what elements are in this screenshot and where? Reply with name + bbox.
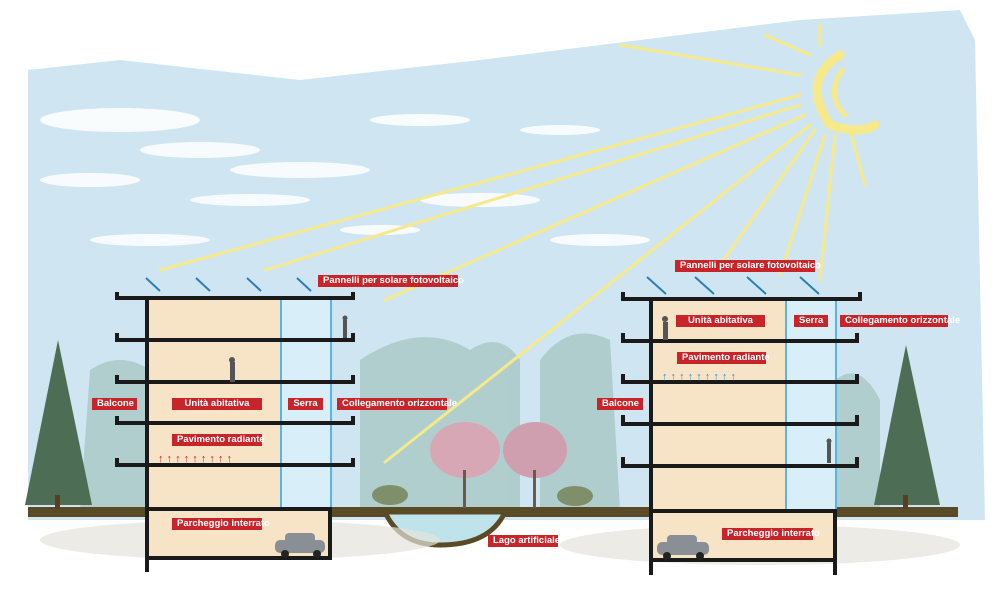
- label-radiant-floor-right: Pavimento radiante: [677, 352, 770, 364]
- label-solar-panels-right: Pannelli per solare fotovoltaico: [675, 260, 821, 272]
- heat-arrows-warm: ↑ ↑ ↑ ↑ ↑ ↑ ↑ ↑ ↑: [158, 453, 232, 465]
- label-underground-parking-right: Parcheggio interrato: [722, 528, 820, 540]
- label-housing-unit-left: Unità abitativa: [172, 398, 262, 410]
- conifer-tree-left: [25, 340, 92, 509]
- label-greenhouse-right: Serra: [794, 315, 828, 327]
- svg-text:↑ ↑ ↑ ↑ ↑ ↑ ↑ ↑ ↑: ↑ ↑ ↑ ↑ ↑ ↑ ↑ ↑ ↑: [158, 453, 232, 465]
- car-icon: [657, 535, 709, 560]
- label-underground-parking-left: Parcheggio interrato: [172, 518, 270, 530]
- sun-rays: [158, 23, 867, 464]
- car-icon: [275, 533, 325, 558]
- conifer-tree-right: [874, 345, 940, 509]
- label-balcony-left: Balcone: [92, 398, 137, 410]
- label-housing-unit-right: Unità abitativa: [676, 315, 765, 327]
- heat-arrows-cool: ↑ ↑ ↑ ↑ ↑ ↑ ↑ ↑ ↑: [662, 371, 736, 383]
- label-solar-panels-left: Pannelli per solare fotovoltaico: [318, 275, 464, 287]
- solar-panel-icons: [646, 276, 820, 295]
- label-balcony-right: Balcone: [597, 398, 643, 410]
- person-icon: [229, 315, 348, 382]
- solar-panel-icons: [145, 277, 312, 292]
- label-horizontal-link-left: Collegamento orizzontale: [337, 398, 457, 410]
- svg-text:↑ ↑ ↑ ↑ ↑ ↑ ↑ ↑ ↑: ↑ ↑ ↑ ↑ ↑ ↑ ↑ ↑ ↑: [662, 371, 736, 383]
- label-artificial-lake: Lago artificiale: [488, 535, 560, 547]
- label-greenhouse-left: Serra: [288, 398, 323, 410]
- person-icon: [662, 316, 832, 463]
- label-horizontal-link-right: Collegamento orizzontale: [840, 315, 960, 327]
- sun-icon: [812, 50, 880, 135]
- label-radiant-floor-left: Pavimento radiante: [172, 434, 265, 446]
- flowering-trees: [372, 422, 593, 508]
